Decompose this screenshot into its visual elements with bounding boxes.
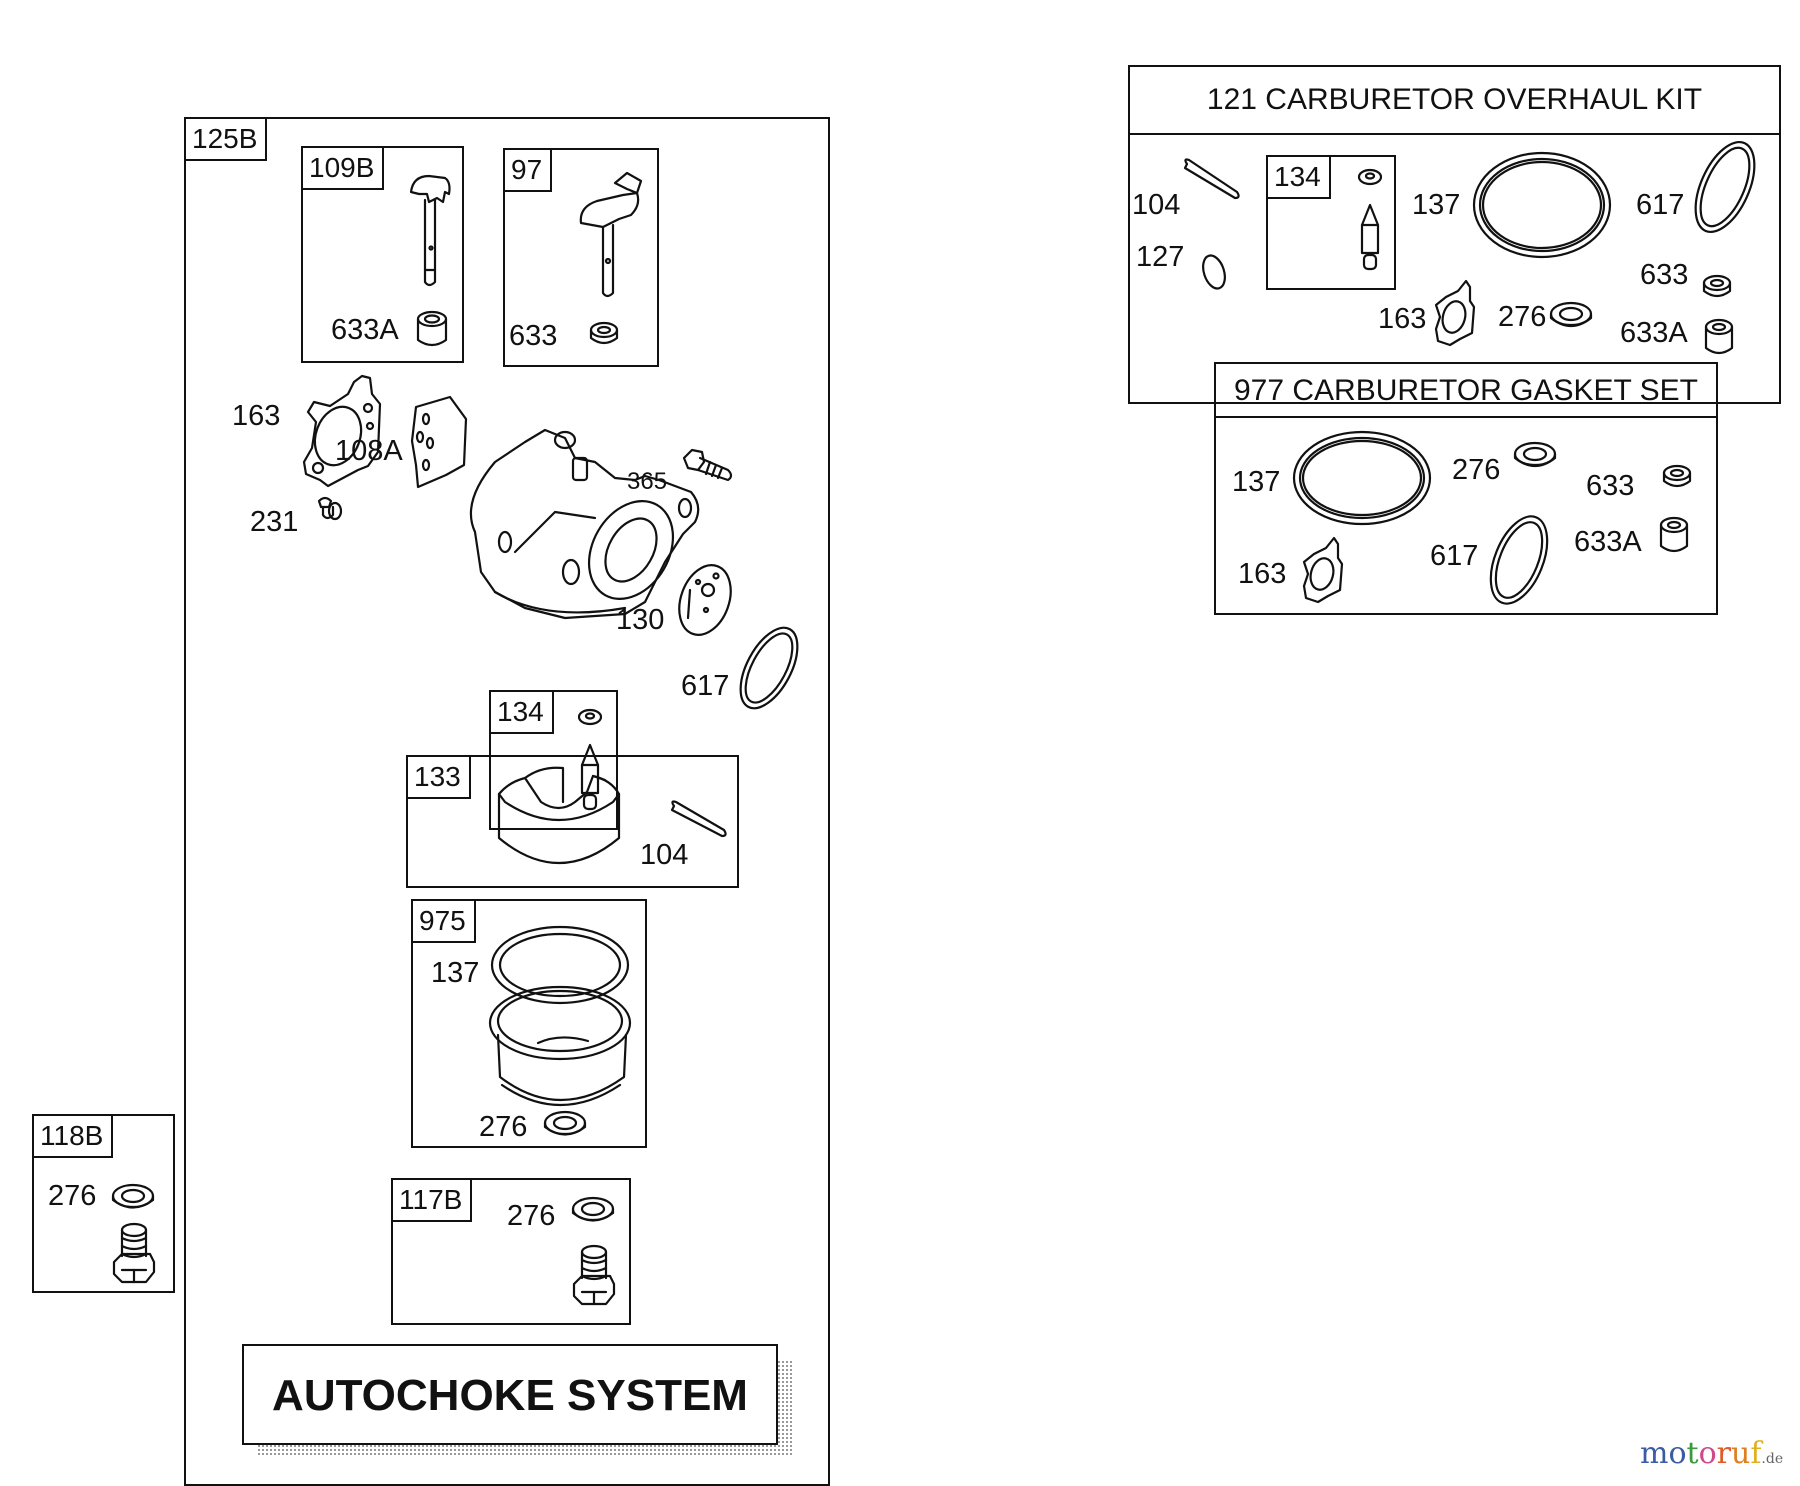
gs-o-ring-617-icon [1489, 515, 1549, 605]
hinge-pin-104-icon [670, 800, 727, 838]
watermark-letter: o [1668, 1436, 1687, 1471]
gs-label-633a: 633A [1574, 526, 1642, 558]
part-label-276-117b: 276 [507, 1200, 556, 1232]
gs-washer-633-icon [1662, 464, 1692, 488]
ok-label-633a: 633A [1620, 317, 1688, 349]
diaphragm-130-icon [678, 564, 732, 636]
part-label-163: 163 [232, 400, 281, 432]
subkit-97-ref: 97 [503, 148, 553, 192]
screw-231-icon [317, 496, 343, 521]
washer-633-icon [589, 321, 619, 345]
part-label-633: 633 [509, 320, 558, 352]
ok-label-633: 633 [1640, 259, 1689, 291]
part-label-130: 130 [616, 604, 665, 636]
drain-plug-118b-icon [112, 1222, 156, 1284]
part-label-137: 137 [431, 957, 480, 989]
washer-276-118b-icon [111, 1183, 155, 1209]
ok-washer-276-icon [1549, 301, 1593, 328]
overhaul-kit-frame[interactable]: 121 CARBURETOR OVERHAUL KIT 104 127 137 … [1128, 65, 1781, 404]
gs-bushing-633a-icon [1659, 516, 1689, 553]
o-ring-617-icon [739, 626, 799, 710]
ok-o-ring-617-icon [1694, 140, 1756, 234]
gs-gasket-163-icon [1302, 536, 1344, 604]
subkit-97[interactable]: 97 633 [503, 148, 659, 367]
bushing-633a-icon [416, 310, 448, 347]
site-watermark: motoruf.de [1640, 1436, 1783, 1471]
bolt-365-icon [682, 448, 733, 482]
main-assembly-ref: 125B [184, 117, 268, 161]
gs-label-137: 137 [1232, 466, 1281, 498]
ok-label-137: 137 [1412, 189, 1461, 221]
part-label-633a: 633A [331, 314, 399, 346]
gasket-108a-icon [410, 395, 468, 489]
overhaul-subkit-134-ref: 134 [1266, 155, 1331, 199]
gs-gasket-137-icon [1292, 430, 1432, 526]
subkit-117b[interactable]: 117B 276 [391, 1178, 631, 1325]
watermark-letter: r [1716, 1436, 1731, 1471]
subkit-109b[interactable]: 109B 633A [301, 146, 464, 363]
subkit-133-ref: 133 [406, 755, 471, 799]
ok-label-617: 617 [1636, 189, 1685, 221]
gasket-163-icon [302, 374, 382, 488]
watermark-letter: f [1750, 1436, 1762, 1471]
watermark-letter: o [1698, 1436, 1717, 1471]
ok-label-163: 163 [1378, 303, 1427, 335]
ok-label-276: 276 [1498, 301, 1547, 333]
float-133-icon [497, 766, 621, 864]
ok-gasket-137-icon [1472, 151, 1612, 259]
ok-float-needle-icon [1357, 168, 1383, 271]
subkit-117b-ref: 117B [391, 1178, 473, 1222]
subkit-118b[interactable]: 118B 276 [32, 1114, 175, 1293]
part-label-276: 276 [479, 1111, 528, 1143]
ok-gasket-163-icon [1434, 279, 1476, 347]
watermark-letter: t [1686, 1436, 1699, 1471]
subkit-133[interactable]: 133 104 [406, 755, 739, 888]
part-label-104: 104 [640, 839, 689, 871]
gs-label-276: 276 [1452, 454, 1501, 486]
subkit-134-ref: 134 [489, 690, 554, 734]
gasket-set-title: 977 CARBURETOR GASKET SET [1216, 364, 1716, 418]
gs-label-617: 617 [1430, 540, 1479, 572]
gs-label-163: 163 [1238, 558, 1287, 590]
subkit-118b-ref: 118B [32, 1114, 114, 1158]
subkit-975[interactable]: 975 137 276 [411, 899, 647, 1148]
washer-276-icon [543, 1110, 587, 1136]
float-bowl-975-icon [488, 925, 632, 1107]
float-needle-icon [577, 708, 603, 811]
overhaul-kit-title: 121 CARBURETOR OVERHAUL KIT [1130, 67, 1779, 135]
ok-welch-plug-127-icon [1202, 254, 1226, 290]
ok-label-104: 104 [1132, 189, 1181, 221]
watermark-letter: u [1730, 1436, 1751, 1471]
part-label-276-118b: 276 [48, 1180, 97, 1212]
throttle-shaft-icon [579, 171, 643, 298]
part-label-231: 231 [250, 506, 299, 538]
subkit-109b-ref: 109B [301, 146, 385, 190]
watermark-letter: m [1640, 1436, 1669, 1471]
bowl-bolt-117b-icon [572, 1244, 616, 1306]
gs-label-633: 633 [1586, 470, 1635, 502]
ok-bushing-633a-icon [1704, 318, 1734, 355]
system-title-banner: AUTOCHOKE SYSTEM [242, 1344, 778, 1445]
subkit-134[interactable]: 134 [489, 690, 618, 830]
washer-276-117b-icon [571, 1196, 615, 1222]
part-label-108a: 108A [335, 435, 403, 467]
choke-shaft-icon [409, 174, 451, 287]
gs-washer-276-icon [1513, 441, 1557, 468]
ok-washer-633-icon [1702, 274, 1732, 298]
ok-label-127: 127 [1136, 241, 1185, 273]
subkit-975-ref: 975 [411, 899, 476, 943]
watermark-tld: .de [1761, 1451, 1784, 1467]
part-label-617: 617 [681, 670, 730, 702]
overhaul-subkit-134[interactable]: 134 [1266, 155, 1396, 290]
gasket-set-frame[interactable]: 977 CARBURETOR GASKET SET 137 276 633 16… [1214, 362, 1718, 615]
ok-pin-104-icon [1183, 158, 1240, 200]
carburetor-body-icon [469, 428, 700, 620]
